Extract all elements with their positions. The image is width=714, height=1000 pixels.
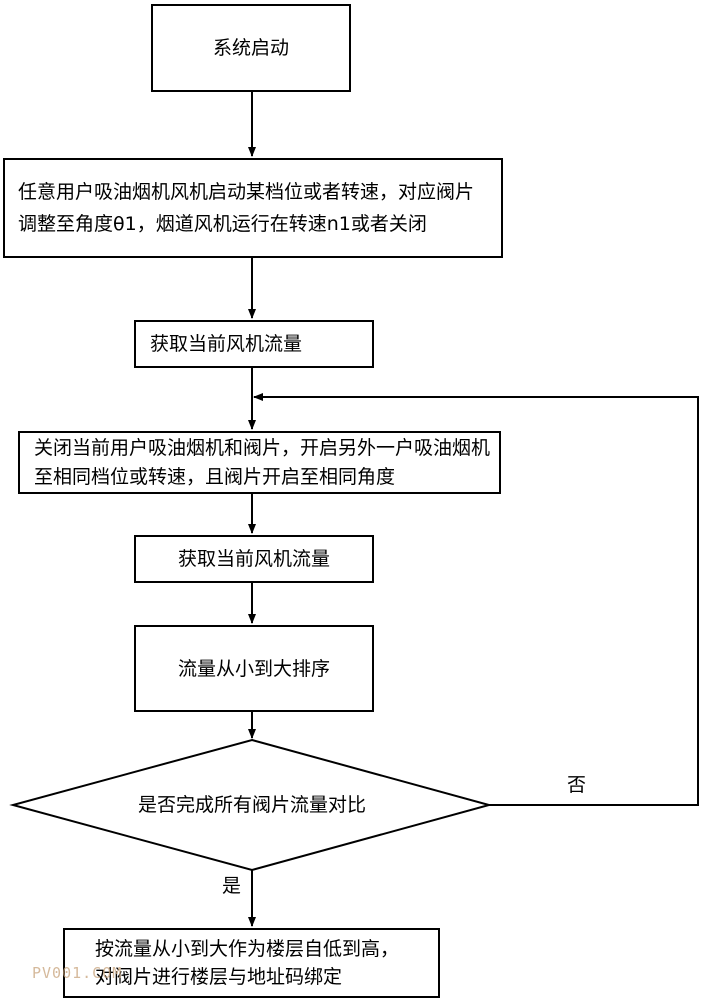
decision-label: 是否完成所有阀片流量对比: [137, 794, 366, 816]
watermark: PV001.COM: [32, 964, 123, 982]
step-sort-flow-label: 流量从小到大排序: [177, 657, 330, 680]
step-get-fan-flow-2: 获取当前风机流量: [134, 535, 374, 583]
step-get-fan-flow-2-label: 获取当前风机流量: [177, 548, 330, 570]
step-sort-flow: 流量从小到大排序: [134, 625, 374, 712]
step-switch-household-label: 关闭当前用户吸油烟机和阀片，开启另外一户吸油烟机至相同档位或转速，且阀片开启至相…: [34, 436, 491, 488]
step-system-start: 系统启动: [151, 4, 351, 92]
step-initial-fan-setting: 任意用户吸油烟机风机启动某档位或者转速，对应阀片调整至角度θ1，烟道风机运行在转…: [3, 158, 503, 258]
step-initial-fan-setting-label: 任意用户吸油烟机风机启动某档位或者转速，对应阀片调整至角度θ1，烟道风机运行在转…: [18, 181, 475, 235]
step-switch-household: 关闭当前用户吸油烟机和阀片，开启另外一户吸油烟机至相同档位或转速，且阀片开启至相…: [18, 431, 501, 494]
step-bind-floor-address: 按流量从小到大作为楼层自低到高， 对阀片进行楼层与地址码绑定: [63, 928, 440, 998]
decision-yes-label: 是: [222, 875, 242, 897]
decision-no-label: 否: [567, 774, 587, 796]
step-get-fan-flow-1-label: 获取当前风机流量: [150, 333, 303, 355]
step-bind-floor-address-label: 按流量从小到大作为楼层自低到高， 对阀片进行楼层与地址码绑定: [95, 938, 400, 988]
step-system-start-label: 系统启动: [212, 37, 289, 59]
step-get-fan-flow-1: 获取当前风机流量: [134, 320, 374, 368]
arrow-decision-no-loop: [253, 393, 699, 806]
